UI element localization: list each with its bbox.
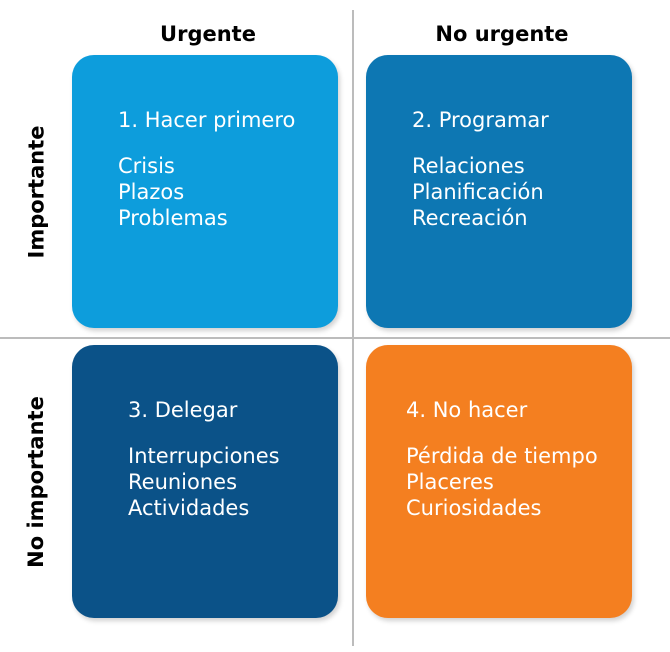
quadrant-schedule[interactable]: 2. Programar Relaciones Planificación Re… <box>366 55 632 328</box>
quadrant-1-item-list: Crisis Plazos Problemas <box>118 153 338 231</box>
quadrant-4-title: 4. No hacer <box>406 398 528 422</box>
list-item: Reuniones <box>128 470 238 494</box>
quadrant-4-item-list: Pérdida de tiempo Placeres Curiosidades <box>406 443 632 521</box>
row-label-not-important-text: No importante <box>24 395 48 568</box>
quadrant-do-not-do[interactable]: 4. No hacer Pérdida de tiempo Placeres C… <box>366 345 632 618</box>
horizontal-divider <box>0 337 670 339</box>
row-label-not-important: No importante <box>0 345 72 618</box>
quadrant-3-title: 3. Delegar <box>128 398 238 422</box>
quadrant-2-item-list: Relaciones Planificación Recreación <box>412 153 632 231</box>
quadrant-do-first[interactable]: 1. Hacer primero Crisis Plazos Problemas <box>72 55 338 328</box>
row-label-important-text: Importante <box>24 125 49 258</box>
quadrant-3-item-list: Interrupciones Reuniones Actividades <box>128 443 338 521</box>
column-header-urgent: Urgente <box>160 22 256 46</box>
quadrant-2-title: 2. Programar <box>412 108 549 132</box>
list-item: Recreación <box>412 206 528 230</box>
list-item: Crisis <box>118 154 175 178</box>
list-item: Actividades <box>128 496 250 520</box>
list-item: Planificación <box>412 180 544 204</box>
list-item: Curiosidades <box>406 496 542 520</box>
list-item: Placeres <box>406 470 494 494</box>
list-item: Relaciones <box>412 154 525 178</box>
quadrant-1-title: 1. Hacer primero <box>118 108 296 132</box>
quadrant-delegate[interactable]: 3. Delegar Interrupciones Reuniones Acti… <box>72 345 338 618</box>
list-item: Problemas <box>118 206 228 230</box>
vertical-divider <box>352 10 354 646</box>
row-label-important: Importante <box>0 55 72 328</box>
list-item: Interrupciones <box>128 444 280 468</box>
list-item: Plazos <box>118 180 185 204</box>
list-item: Pérdida de tiempo <box>406 444 598 468</box>
column-header-not-urgent: No urgente <box>435 22 569 46</box>
